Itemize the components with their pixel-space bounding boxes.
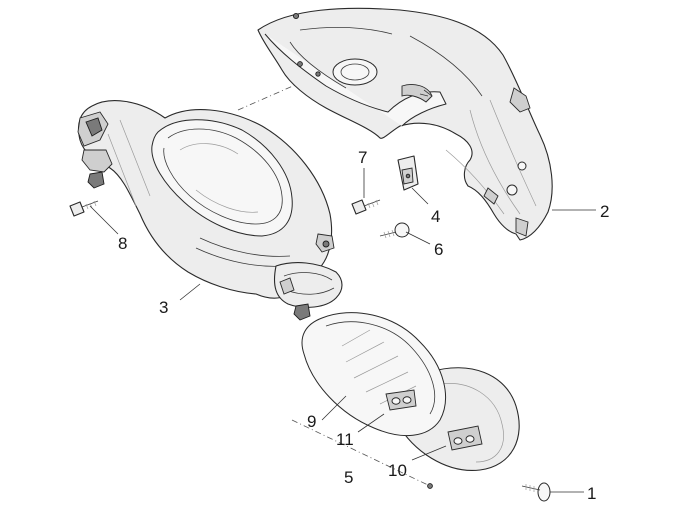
- callout-labels: 2 3 4 6 7 8 1 9 11 10 5: [118, 148, 609, 503]
- instrument-cluster: [301, 312, 520, 489]
- callout-5: 5: [344, 468, 353, 487]
- rear-handlebar-cover: [257, 7, 553, 241]
- callout-8: 8: [118, 234, 127, 253]
- assembly-axis-lines: [237, 74, 431, 487]
- callout-1: 1: [587, 484, 596, 503]
- screw-part-7: [351, 199, 381, 215]
- screw-part-6: [379, 222, 410, 239]
- callout-4: 4: [431, 207, 440, 226]
- front-handlebar-cover: [77, 100, 343, 321]
- callout-6: 6: [434, 240, 443, 259]
- leader-lines: [89, 168, 596, 493]
- clip-nut-part-4: [397, 155, 419, 191]
- callout-11: 11: [336, 430, 354, 449]
- callout-9: 9: [307, 412, 316, 431]
- screw-part-1: [521, 482, 551, 502]
- callout-10: 10: [388, 461, 407, 480]
- callout-3: 3: [159, 298, 168, 317]
- callout-2: 2: [600, 202, 609, 221]
- screw-part-8: [69, 200, 99, 217]
- callout-7: 7: [358, 148, 367, 167]
